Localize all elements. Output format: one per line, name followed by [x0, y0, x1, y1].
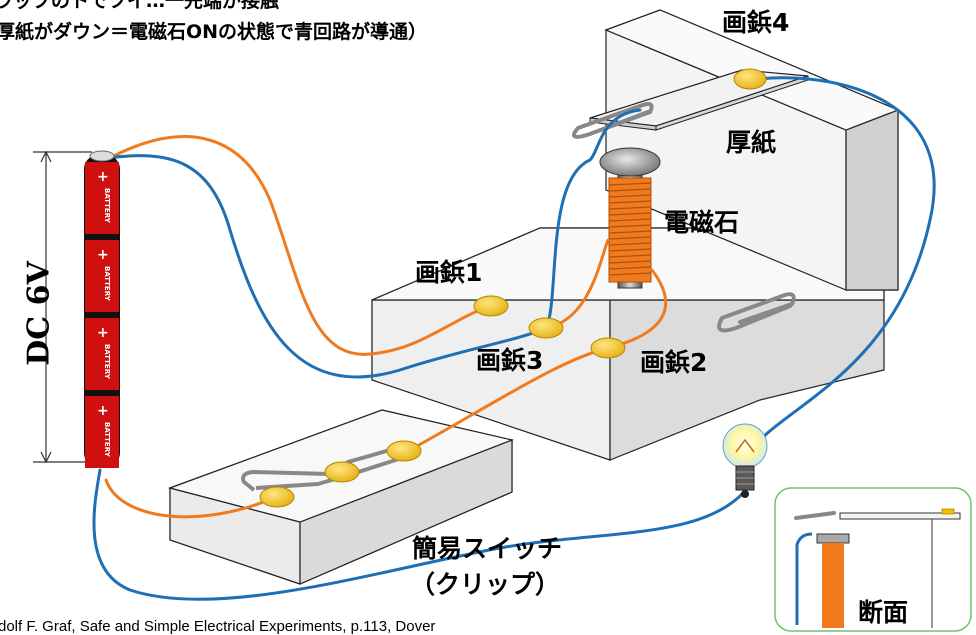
battery-cell-1-label: BATTERY — [103, 188, 111, 224]
label-tack-3: 画鋲3 — [476, 346, 544, 375]
tack-4 — [733, 68, 767, 90]
battery-cell-2-sign: + — [97, 247, 109, 263]
label-switch-name: 簡易スイッチ — [412, 534, 563, 563]
label-tack-1: 画鋲1 — [415, 258, 483, 287]
label-switch-paren: （クリップ） — [410, 570, 561, 599]
blue-wire — [92, 76, 936, 601]
paperclip-on-base — [717, 292, 796, 333]
tack-switch-c — [259, 486, 295, 508]
light-bulb-icon — [722, 423, 768, 498]
tack-switch-b — [324, 461, 360, 483]
voltage-dimension-line — [33, 150, 92, 464]
tack-1 — [473, 295, 509, 317]
battery-cell-1-sign: + — [97, 169, 109, 185]
battery-cell-2-label: BATTERY — [103, 266, 111, 302]
tack-switch-a — [386, 440, 422, 462]
cross-section-inset — [774, 487, 972, 632]
citation-text: dolf F. Graf, Safe and Simple Electrical… — [0, 618, 436, 635]
orange-wire — [104, 135, 668, 519]
battery-cell-3-label: BATTERY — [103, 344, 111, 380]
tacks — [259, 68, 767, 508]
tack-3 — [528, 317, 564, 339]
label-electromagnet: 電磁石 — [664, 208, 740, 237]
label-cross-section: 断面 — [858, 598, 909, 627]
paperclip-on-cardboard — [572, 102, 654, 139]
caption-line-2: 厚紙がダウン＝電磁石ONの状態で青回路が導通） — [0, 21, 428, 43]
battery-cell-3-sign: + — [97, 325, 109, 341]
tack-2 — [590, 337, 626, 359]
label-tack-4: 画鋲4 — [722, 8, 790, 37]
voltage-label: DC 6V — [21, 261, 57, 366]
battery-pack: + + + + BATTERY BATTERY BATTERY BATTERY — [84, 150, 120, 468]
electromagnet — [599, 147, 661, 289]
label-tack-2: 画鋲2 — [640, 348, 708, 377]
label-cardboard: 厚紙 — [726, 128, 777, 157]
battery-cell-4-label: BATTERY — [103, 422, 111, 458]
battery-cell-4-sign: + — [97, 403, 109, 419]
caption-line-1: ラッブのトでフイ…一先端が接触 — [0, 0, 280, 12]
